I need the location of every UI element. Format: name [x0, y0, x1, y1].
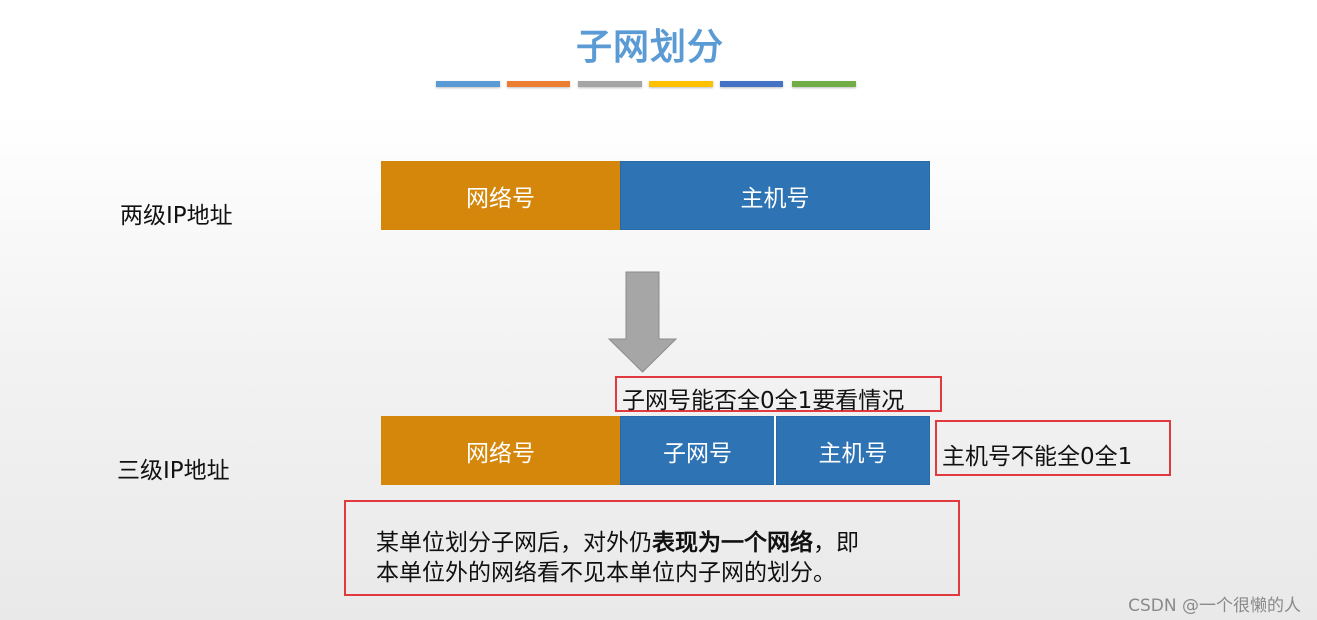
two-level-host-label: 主机号 [740, 185, 810, 212]
description-box [344, 500, 960, 596]
title-stripe-5 [720, 81, 783, 87]
subnet-note-box [615, 376, 942, 412]
two-level-label: 两级IP地址 [120, 203, 233, 229]
three-level-subnet-segment: 子网号 [620, 416, 775, 485]
description-emphasis: 表现为一个网络 [652, 530, 813, 556]
segment-divider [774, 416, 776, 485]
two-level-network-label: 网络号 [466, 185, 535, 212]
description-line-1: 某单位划分子网后，对外仍表现为一个网络，即 [376, 528, 946, 558]
slide-title: 子网划分 [575, 27, 724, 68]
title-stripe-4 [649, 81, 713, 87]
title-stripe-1 [436, 81, 500, 87]
three-level-subnet-label: 子网号 [663, 440, 732, 467]
watermark: CSDN @一个很懒的人 [1128, 596, 1301, 616]
title-stripe-6 [792, 81, 856, 87]
host-note: 主机号不能全0全1 [942, 444, 1133, 470]
three-level-host-label: 主机号 [818, 440, 888, 467]
title-stripe-3 [578, 81, 642, 87]
three-level-host-segment: 主机号 [776, 416, 930, 485]
description-part-2: ，即 [813, 530, 859, 556]
three-level-network-segment: 网络号 [381, 416, 620, 485]
three-level-label: 三级IP地址 [117, 458, 230, 484]
host-note-box [935, 420, 1171, 476]
description-text: 某单位划分子网后，对外仍表现为一个网络，即 本单位外的网络看不见本单位内子网的划… [376, 528, 946, 588]
down-arrow-icon [608, 271, 678, 373]
two-level-network-segment: 网络号 [381, 161, 620, 230]
subnet-note: 子网号能否全0全1要看情况 [622, 388, 905, 414]
description-part-1: 某单位划分子网后，对外仍 [376, 530, 652, 556]
two-level-host-segment: 主机号 [620, 161, 930, 230]
title-stripe-2 [507, 81, 570, 87]
description-line-2: 本单位外的网络看不见本单位内子网的划分。 [376, 560, 836, 586]
three-level-network-label: 网络号 [466, 440, 535, 467]
